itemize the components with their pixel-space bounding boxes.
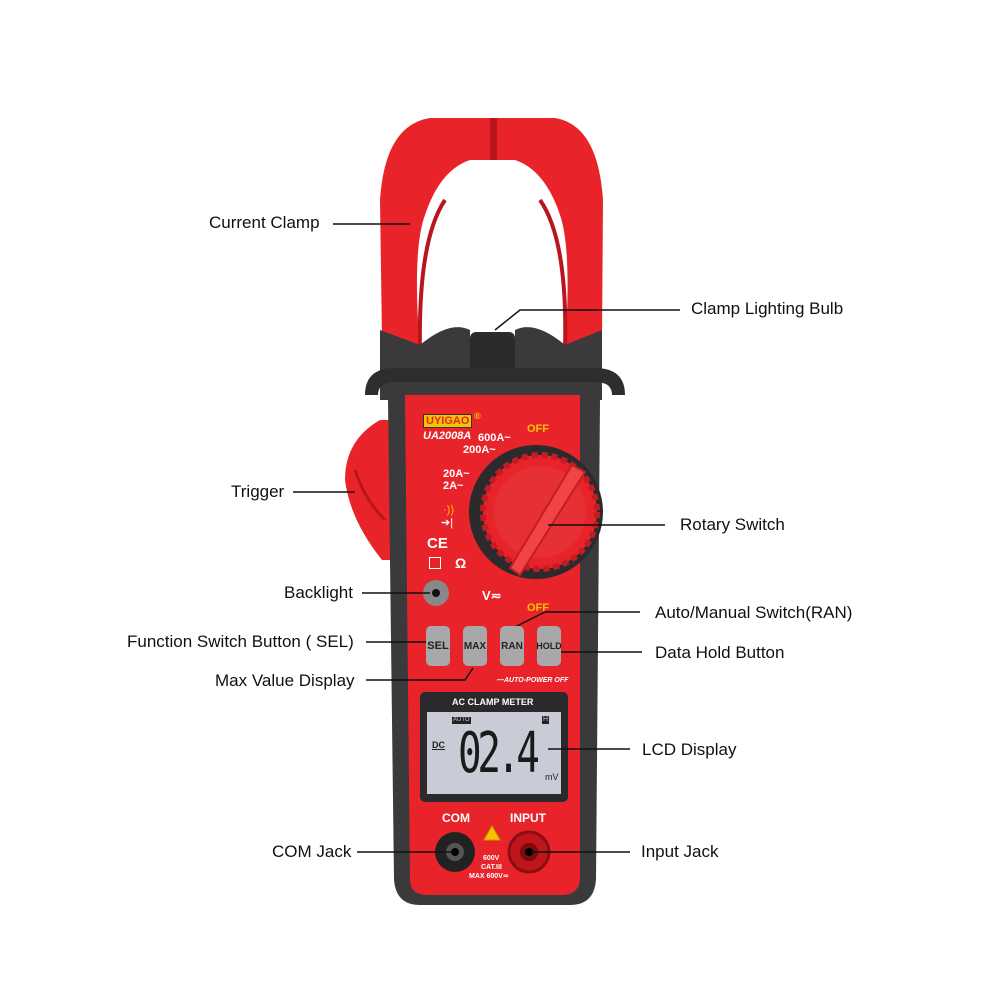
lcd-hold-indicator: H <box>542 716 550 724</box>
com-label: COM <box>442 811 470 825</box>
ran-off-label: OFF <box>527 602 549 614</box>
trigger <box>345 420 395 560</box>
rotary-switch <box>469 445 603 579</box>
callout-trigger: Trigger <box>231 482 285 501</box>
callout-input-jack: Input Jack <box>641 842 719 861</box>
brand-logo: UYIGAO <box>423 414 473 428</box>
dial-ohm: Ω <box>455 555 467 571</box>
dial-200a: 200A~ <box>463 444 496 456</box>
dial-off: OFF <box>527 423 549 435</box>
continuity-icon: ·)) <box>443 504 454 516</box>
rating-voltage: 600V <box>483 855 500 862</box>
max-button[interactable]: MAX <box>463 626 487 666</box>
callout-com-jack: COM Jack <box>272 842 352 861</box>
lcd-unit: mV <box>545 772 559 782</box>
diode-icon: ➔| <box>441 517 454 529</box>
double-insulation-icon <box>429 557 441 569</box>
lcd-header: AC CLAMP METER <box>452 697 534 707</box>
rating-max: MAX 600V≂ <box>469 873 509 880</box>
dial-20a: 20A~ <box>443 468 470 480</box>
registered-mark: ® <box>474 411 481 421</box>
callout-backlight: Backlight <box>284 583 353 602</box>
callout-function-switch: Function Switch Button ( SEL) <box>127 632 354 651</box>
ce-mark: CE <box>427 535 448 552</box>
dial-volt: V≂ <box>482 588 502 603</box>
callout-clamp-lighting-bulb: Clamp Lighting Bulb <box>691 299 844 318</box>
callout-auto-manual-switch: Auto/Manual Switch(RAN) <box>655 603 853 622</box>
callout-current-clamp: Current Clamp <box>209 213 320 232</box>
input-label: INPUT <box>510 811 546 825</box>
ran-button[interactable]: RAN <box>500 626 524 666</box>
lcd-reading: 02.4 <box>458 721 540 786</box>
current-clamp <box>380 118 603 351</box>
lcd-dc: DC <box>432 740 445 750</box>
dial-2a: 2A~ <box>443 480 464 492</box>
callout-max-value: Max Value Display <box>215 671 355 690</box>
callout-data-hold: Data Hold Button <box>655 643 785 662</box>
dial-600a: 600A~ <box>478 432 511 444</box>
hold-button[interactable]: HOLD <box>536 626 562 666</box>
callout-lcd-display: LCD Display <box>642 740 737 759</box>
rating-category: CAT.III <box>481 864 502 871</box>
model-number: UA2008A <box>423 430 472 442</box>
lcd-screen <box>427 712 561 794</box>
callout-rotary-switch: Rotary Switch <box>680 515 785 534</box>
lcd-auto: AUTO <box>452 717 471 724</box>
auto-power-off-label: —AUTO-POWER OFF <box>497 677 569 684</box>
warning-icon <box>483 824 501 841</box>
callout-lines <box>293 223 680 853</box>
sel-button[interactable]: SEL <box>426 626 450 666</box>
